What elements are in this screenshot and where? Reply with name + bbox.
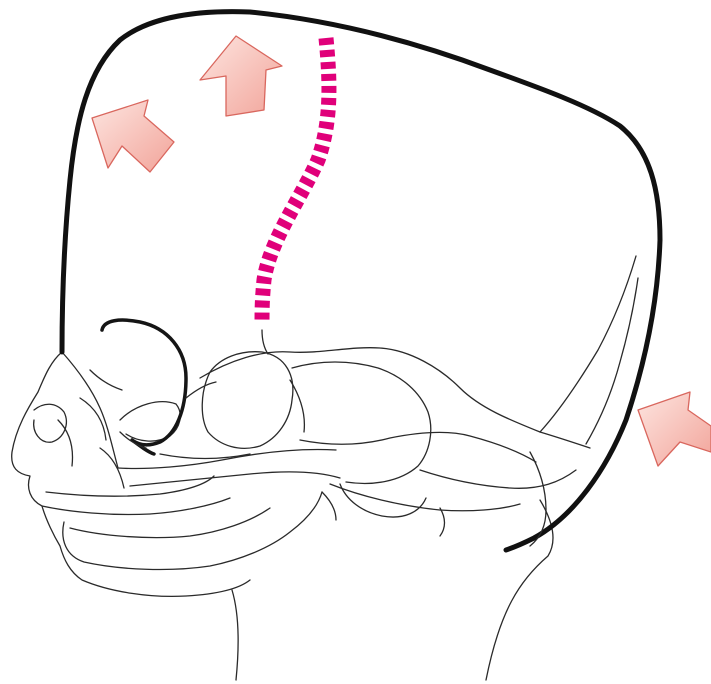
neck-front-line	[232, 590, 238, 680]
middle-fossa	[292, 362, 431, 483]
growth-arrow-back	[638, 392, 711, 466]
maxilla-outline	[42, 498, 230, 515]
petrous-ridge	[300, 432, 536, 462]
skull-outline	[62, 12, 660, 550]
coronal-suture	[262, 38, 329, 324]
zygomatic-lower	[130, 472, 340, 486]
sphenoid-wing	[160, 382, 250, 459]
mandible-outline	[63, 492, 322, 569]
growth-arrow-front	[92, 100, 174, 172]
posterior-lambdoid	[540, 256, 638, 444]
maxillary-detail	[58, 370, 124, 488]
cranial-base-upper	[200, 348, 590, 448]
sella-line	[262, 330, 304, 432]
temporal-lobe-contour	[202, 352, 293, 449]
growth-arrow-top	[200, 36, 282, 116]
posterior-fossa	[420, 470, 576, 488]
face-profile	[12, 352, 250, 596]
